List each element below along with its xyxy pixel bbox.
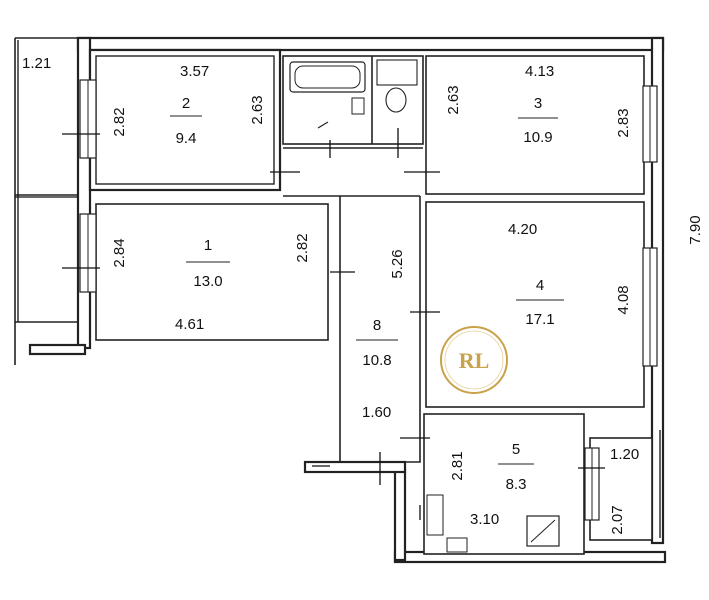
logo-text: RL xyxy=(459,348,490,373)
dim-total-right: 7.90 xyxy=(687,215,704,244)
room-2 xyxy=(88,48,282,192)
room-label-3: 3 10.9 xyxy=(518,95,558,146)
dim-balcony-top: 1.21 xyxy=(22,55,51,72)
dim-r5-bottom: 3.10 xyxy=(470,511,499,528)
room-5-kitchen xyxy=(423,413,585,555)
dim-r4-top: 4.20 xyxy=(508,221,537,238)
room-4-area: 17.1 xyxy=(525,311,554,328)
room-3-number: 3 xyxy=(534,95,542,112)
dim-r5-left: 2.81 xyxy=(449,451,466,480)
dim-r3-top: 4.13 xyxy=(525,63,554,80)
room-5-number: 5 xyxy=(512,441,520,458)
dim-r1-left: 2.84 xyxy=(111,238,128,267)
dim-loggia-top: 1.20 xyxy=(610,446,639,463)
dim-r1-right: 2.82 xyxy=(294,233,311,262)
loggia xyxy=(589,430,661,541)
dim-r2-left: 2.82 xyxy=(111,107,128,136)
bathroom xyxy=(282,55,424,158)
windows xyxy=(79,79,658,521)
door-marks xyxy=(62,133,605,520)
room-label-2: 2 9.4 xyxy=(170,95,202,147)
room-8-area: 10.8 xyxy=(362,352,391,369)
room-2-number: 2 xyxy=(182,95,190,112)
room-3 xyxy=(425,55,645,195)
dim-loggia-side: 2.07 xyxy=(609,505,626,534)
dim-r2-right: 2.63 xyxy=(249,95,266,124)
dim-r1-bottom: 4.61 xyxy=(175,316,204,333)
dim-hall-length: 5.26 xyxy=(389,249,406,278)
dim-r3-left: 2.63 xyxy=(445,85,462,114)
room-1-number: 1 xyxy=(204,237,212,254)
dim-r3-right: 2.83 xyxy=(615,108,632,137)
room-4-number: 4 xyxy=(536,277,544,294)
room-1-area: 13.0 xyxy=(193,273,222,290)
room-8-number: 8 xyxy=(373,317,381,334)
room-label-4: 4 17.1 xyxy=(516,277,564,328)
room-label-1: 1 13.0 xyxy=(186,237,230,290)
room-5-area: 8.3 xyxy=(506,476,527,493)
dim-r4-right: 4.08 xyxy=(615,285,632,314)
room-2-area: 9.4 xyxy=(176,130,197,147)
room-label-5: 5 8.3 xyxy=(498,441,534,493)
room-3-area: 10.9 xyxy=(523,129,552,146)
dim-r2-top: 3.57 xyxy=(180,63,209,80)
dim-hall-bottom: 1.60 xyxy=(362,404,391,421)
room-label-8: 8 10.8 xyxy=(356,317,398,369)
rl-logo: RL xyxy=(440,326,508,394)
room-1 xyxy=(95,203,329,341)
